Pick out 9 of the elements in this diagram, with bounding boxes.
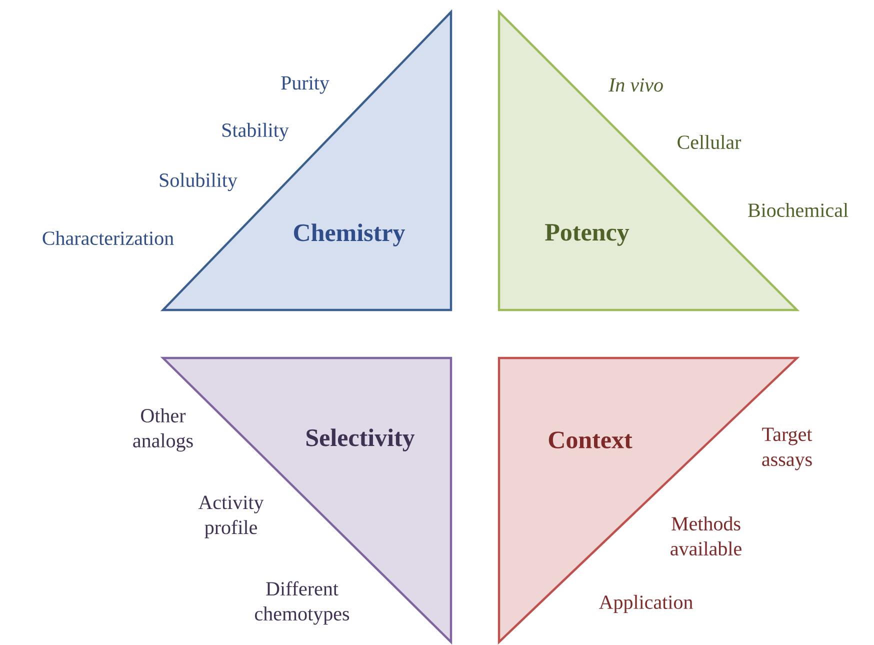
criterion-label: Purity: [281, 76, 330, 94]
criterion-label: Cellular: [678, 134, 742, 150]
criterion-label: Different chemotypes: [255, 581, 350, 625]
criterion-label: Methods available: [670, 516, 742, 556]
criterion-label: Solubility: [160, 172, 238, 192]
criterion-label: Activity profile: [198, 496, 264, 538]
criterion-label: In vivo: [608, 78, 663, 92]
criterion-label: Stability: [222, 122, 289, 142]
criterion-label: Application: [598, 594, 693, 614]
